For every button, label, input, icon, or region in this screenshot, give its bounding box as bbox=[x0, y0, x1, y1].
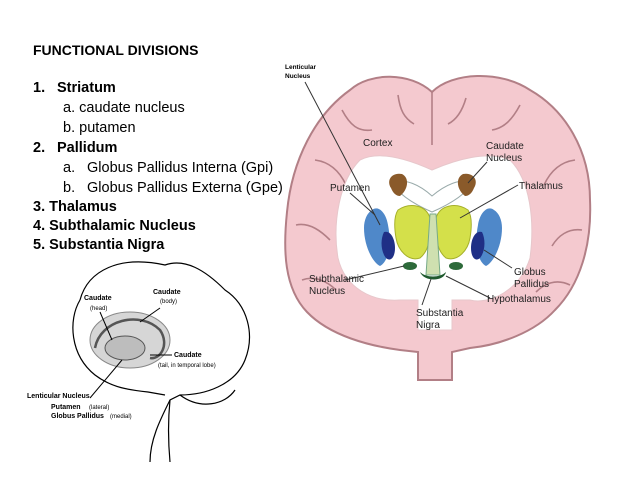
lenticular-line1: Lenticular bbox=[285, 64, 317, 71]
lenticular-label: Lenticular Nucleus bbox=[285, 64, 317, 80]
gyri-lines bbox=[295, 92, 583, 293]
putamen-label-2: (lateral) bbox=[89, 405, 109, 411]
cortex-label: Cortex bbox=[363, 138, 392, 149]
outline-sub-gpi: a.Globus Pallidus Interna (Gpi) bbox=[63, 160, 274, 176]
pointer-lines bbox=[304, 81, 519, 306]
caudate-tail-2: (tail, in temporal lobe) bbox=[158, 363, 216, 369]
thalamus-left bbox=[394, 205, 432, 260]
outline-item-pallidum: 2.Pallidum bbox=[33, 140, 118, 156]
lenticular-line2: Nucleus bbox=[285, 73, 311, 80]
putamen-label-1: Putamen bbox=[51, 404, 81, 411]
thalamus-label: Thalamus bbox=[519, 181, 563, 192]
caudate-label-1: Caudate bbox=[486, 141, 524, 152]
caudate-left bbox=[389, 173, 408, 196]
subthalamic-label-2: Nucleus bbox=[309, 286, 345, 297]
caudate-head-2: (head) bbox=[90, 306, 107, 312]
putamen-label: Putamen bbox=[330, 183, 370, 194]
globus-label-1: Globus Pallidus bbox=[51, 413, 104, 420]
lateral-labels: Caudate (head) Caudate (body) Caudate (t… bbox=[27, 289, 216, 420]
substantia-nigra bbox=[420, 272, 446, 280]
globus-label-2: (medial) bbox=[110, 414, 132, 420]
caudate-body-2: (body) bbox=[160, 299, 177, 305]
caudate-label-2: Nucleus bbox=[486, 153, 522, 164]
outline-item-striatum: 1.Striatum bbox=[33, 80, 116, 96]
outline-sub-putamen: b. putamen bbox=[63, 120, 136, 136]
nigra-label-2: Nigra bbox=[416, 320, 440, 331]
hypothalamus-label: Hypothalamus bbox=[487, 294, 551, 305]
caudate-body-1: Caudate bbox=[153, 289, 181, 296]
subthalamic-left bbox=[403, 262, 417, 270]
caudate-tail-1: Caudate bbox=[174, 352, 202, 359]
subthalamic-label-1: Subthalamic bbox=[309, 274, 364, 285]
nigra-label-1: Substantia bbox=[416, 308, 464, 319]
globus-pallidus-left bbox=[381, 231, 395, 260]
outline-sub-gpe: b.Globus Pallidus Externa (Gpe) bbox=[63, 180, 283, 196]
cerebellum-outline bbox=[179, 389, 236, 405]
lateral-pointer-lines bbox=[89, 307, 172, 399]
third-ventricle bbox=[425, 213, 441, 276]
outline-item-substantia-nigra: 5. Substantia Nigra bbox=[33, 237, 165, 253]
outline-sub-caudate: a. caudate nucleus bbox=[63, 100, 185, 116]
thalamus-right bbox=[434, 205, 472, 260]
globus-pallidus-right bbox=[471, 231, 485, 260]
globus-label-1: Globus bbox=[514, 267, 546, 278]
page-title: FUNCTIONAL DIVISIONS bbox=[33, 42, 199, 58]
lenticular-shape bbox=[104, 335, 146, 361]
outline-item-subthalamic: 4. Subthalamic Nucleus bbox=[33, 218, 196, 234]
globus-label-2: Pallidus bbox=[514, 279, 549, 290]
lenticular-label: Lenticular Nucleus bbox=[27, 393, 90, 400]
brainstem-outline bbox=[167, 399, 171, 463]
caudate-head-1: Caudate bbox=[84, 295, 112, 302]
subthalamic-right bbox=[449, 262, 463, 270]
outline-item-thalamus: 3. Thalamus bbox=[33, 199, 117, 215]
